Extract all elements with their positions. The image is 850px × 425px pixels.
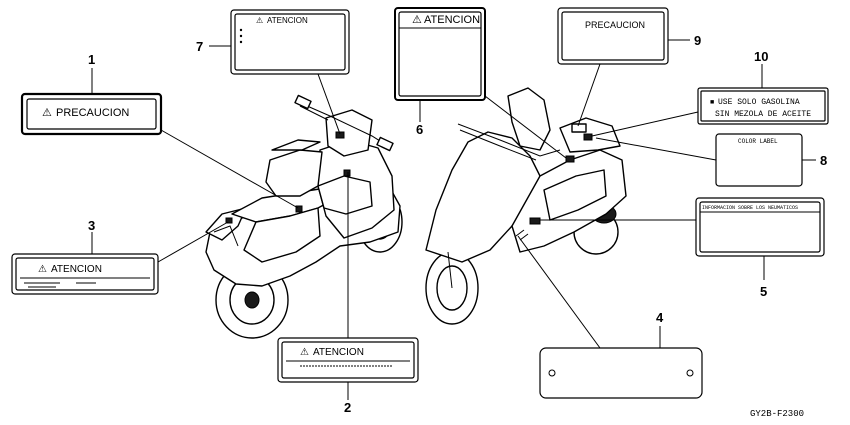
- label-5-text: INFORMACION SOBRE LOS NEUMATICOS: [702, 205, 798, 211]
- warning-icon: ⚠: [256, 16, 263, 25]
- callout-9: 9: [694, 33, 701, 48]
- label-2-atencion: ⚠ ATENCION: [277, 337, 419, 383]
- label-7-atencion: ⚠ ATENCION: [230, 9, 350, 75]
- label-10-line-1: USE SOLO GASOLINA: [718, 98, 800, 107]
- label-10-line-2: SIN MEZOLA DE ACEITE: [715, 110, 811, 119]
- callout-2: 2: [344, 400, 351, 415]
- label-5-tire-info: INFORMACION SOBRE LOS NEUMATICOS: [695, 197, 825, 257]
- label-8-color-label: COLOR LABEL: [715, 133, 803, 187]
- warning-icon: ⚠: [42, 107, 52, 119]
- label-10-fuel: ■ USE SOLO GASOLINA SIN MEZOLA DE ACEITE: [697, 87, 829, 125]
- callout-4: 4: [656, 310, 664, 325]
- label-1-precaucion: ⚠ PRECAUCION: [20, 92, 163, 136]
- scooter-rear-view: [205, 94, 403, 339]
- part-code: GY2B-F2300: [750, 409, 804, 419]
- label-7-text: ATENCION: [267, 16, 308, 25]
- warning-icon: ⚠: [38, 264, 47, 275]
- callout-5: 5: [760, 284, 767, 299]
- callout-numbers: 1 2 3 4 5 6 7 8 9 10: [88, 33, 827, 415]
- bullet-icon: ■: [710, 99, 714, 107]
- warning-icon: ⚠: [412, 14, 422, 26]
- warning-icon: ⚠: [300, 347, 309, 358]
- callout-7: 7: [196, 39, 203, 54]
- callout-8: 8: [820, 153, 827, 168]
- callout-10: 10: [754, 49, 768, 64]
- label-6-text: ATENCION: [424, 14, 480, 26]
- label-3-text: ATENCION: [51, 264, 102, 275]
- scooter-front-view: [425, 87, 627, 325]
- label-9-text: PRECAUCION: [585, 20, 645, 30]
- label-1-text: PRECAUCION: [56, 107, 129, 119]
- callout-6: 6: [416, 122, 423, 137]
- label-4-plate: [539, 347, 703, 399]
- callout-1: 1: [88, 52, 95, 67]
- label-6-atencion: ⚠ ATENCION: [394, 7, 486, 101]
- callout-3: 3: [88, 218, 95, 233]
- label-2-text: ATENCION: [313, 347, 364, 358]
- label-9-precaucion: PRECAUCION: [557, 7, 669, 65]
- leader-lines: [91, 39, 816, 400]
- label-8-text: COLOR LABEL: [738, 138, 778, 145]
- label-3-atencion: ⚠ ATENCION: [11, 253, 159, 295]
